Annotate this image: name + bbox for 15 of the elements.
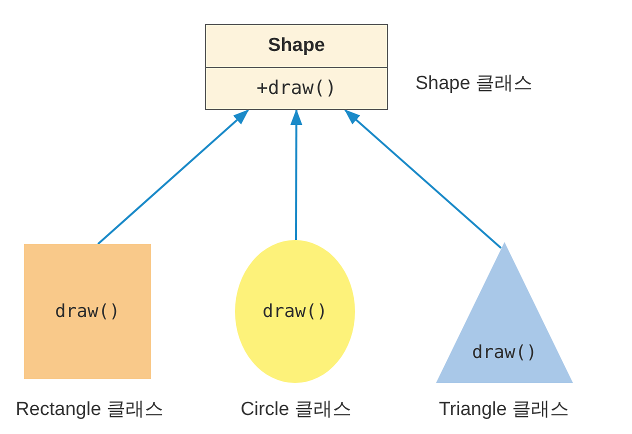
class-caption: Triangle 클래스 xyxy=(438,398,570,422)
method-text: draw() xyxy=(262,301,328,322)
inheritance-arrow xyxy=(97,109,250,245)
class-caption: Shape 클래스 xyxy=(414,72,534,96)
class-caption: Rectangle 클래스 xyxy=(14,398,164,422)
inheritance-arrow xyxy=(290,109,302,240)
rectangle-shape xyxy=(24,244,151,379)
triangle-shape xyxy=(436,242,573,383)
method-text: draw() xyxy=(54,301,120,322)
method-signature: +draw() xyxy=(256,77,337,100)
class-caption: Circle 클래스 xyxy=(240,398,352,422)
class-name: Shape xyxy=(268,34,326,57)
class-box xyxy=(205,24,388,110)
inheritance-arrow xyxy=(344,109,502,249)
method-text: draw() xyxy=(472,342,538,363)
